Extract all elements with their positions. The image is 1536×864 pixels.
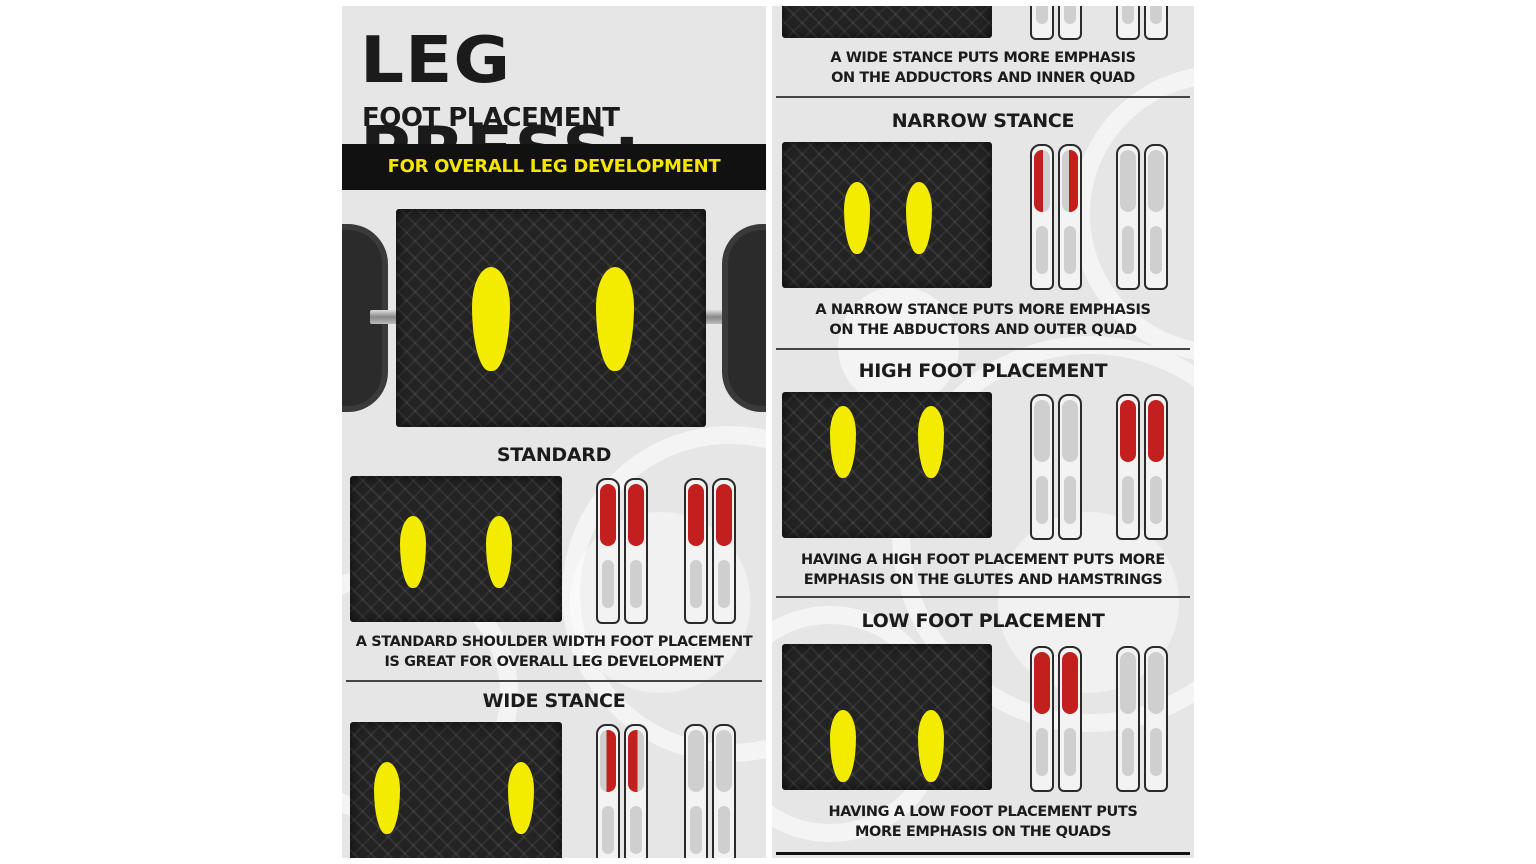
leg-left	[1116, 394, 1140, 540]
footprint-icon	[918, 406, 944, 478]
leg-left	[596, 478, 620, 624]
desc-line: HAVING A HIGH FOOT PLACEMENT PUTS MORE	[801, 552, 1165, 568]
footprint-icon	[486, 516, 512, 588]
leg-anatomy-back	[1114, 394, 1170, 540]
section-desc-low: HAVING A LOW FOOT PLACEMENT PUTS MORE EM…	[772, 802, 1194, 842]
section-title-high: HIGH FOOT PLACEMENT	[858, 360, 1108, 382]
leg-anatomy-back	[1114, 144, 1170, 290]
footprint-icon	[918, 710, 944, 782]
footprint-icon	[844, 182, 870, 254]
divider	[776, 348, 1190, 350]
footprint-icon	[830, 710, 856, 782]
leg-anatomy-back	[1114, 6, 1170, 40]
leg-right	[1058, 646, 1082, 792]
leg-anatomy-back	[682, 724, 738, 858]
leg-left	[1030, 144, 1054, 290]
leg-right	[624, 724, 648, 858]
desc-line: HAVING A LOW FOOT PLACEMENT PUTS	[828, 804, 1138, 820]
section-desc-high: HAVING A HIGH FOOT PLACEMENT PUTS MORE E…	[772, 550, 1194, 590]
infographic-right-panel: A WIDE STANCE PUTS MORE EMPHASIS ON THE …	[772, 6, 1194, 858]
footprint-icon	[830, 406, 856, 478]
section-title-narrow: NARROW STANCE	[891, 110, 1075, 132]
leg-right	[1058, 6, 1082, 40]
footprint-icon	[508, 762, 534, 834]
section-desc-narrow: A NARROW STANCE PUTS MORE EMPHASIS ON TH…	[772, 300, 1194, 340]
divider	[776, 96, 1190, 98]
footprint-icon	[374, 762, 400, 834]
foot-platform	[396, 209, 706, 427]
desc-line: MORE EMPHASIS ON THE QUADS	[855, 824, 1111, 840]
section-title-low: LOW FOOT PLACEMENT	[861, 610, 1105, 632]
divider	[776, 852, 1190, 855]
desc-line: A STANDARD SHOULDER WIDTH FOOT PLACEMENT	[355, 634, 753, 650]
leg-anatomy-back	[1114, 646, 1170, 792]
footprint-icon	[906, 182, 932, 254]
footprint-icon	[400, 516, 426, 588]
weight-plate-right	[722, 224, 766, 412]
leg-right	[624, 478, 648, 624]
footprint-icon	[472, 267, 510, 371]
leg-anatomy-front	[1028, 6, 1084, 40]
leg-left	[1030, 646, 1054, 792]
leg-right	[1144, 646, 1168, 792]
leg-left	[1116, 6, 1140, 40]
infographic-left-panel: LEG PRESS: FOOT PLACEMENT VARIATIONS FOR…	[342, 6, 766, 858]
leg-left	[684, 478, 708, 624]
divider	[346, 680, 762, 682]
low-platform	[782, 644, 992, 790]
desc-line: ON THE ADDUCTORS AND INNER QUAD	[831, 70, 1135, 86]
leg-anatomy-front	[594, 724, 650, 858]
leg-right	[1058, 394, 1082, 540]
leg-left	[596, 724, 620, 858]
desc-line: A NARROW STANCE PUTS MORE EMPHASIS	[815, 302, 1151, 318]
leg-right	[1058, 144, 1082, 290]
leg-left	[1116, 144, 1140, 290]
section-desc-standard: A STANDARD SHOULDER WIDTH FOOT PLACEMENT…	[342, 632, 766, 672]
high-platform	[782, 392, 992, 538]
leg-anatomy-front	[1028, 394, 1084, 540]
banner-text: FOR OVERALL LEG DEVELOPMENT	[387, 156, 721, 177]
divider	[776, 596, 1190, 598]
section-title-standard: STANDARD	[496, 444, 612, 466]
leg-anatomy-front	[1028, 646, 1084, 792]
wide-platform-continued	[782, 6, 992, 38]
leg-right	[1144, 394, 1168, 540]
desc-line: IS GREAT FOR OVERALL LEG DEVELOPMENT	[384, 654, 724, 670]
footprint-icon	[596, 267, 634, 371]
leg-right	[1144, 6, 1168, 40]
leg-left	[1030, 6, 1054, 40]
leg-left	[684, 724, 708, 858]
standard-platform	[350, 476, 562, 622]
leg-anatomy-front	[594, 478, 650, 624]
leg-left	[1030, 394, 1054, 540]
narrow-platform	[782, 142, 992, 288]
leg-right	[712, 478, 736, 624]
desc-line: A WIDE STANCE PUTS MORE EMPHASIS	[830, 50, 1136, 66]
section-title-wide: WIDE STANCE	[482, 690, 626, 712]
bar-left	[370, 310, 400, 324]
wide-platform	[350, 722, 562, 858]
leg-anatomy-front	[1028, 144, 1084, 290]
desc-line: ON THE ABDUCTORS AND OUTER QUAD	[829, 322, 1137, 338]
leg-right	[1144, 144, 1168, 290]
leg-anatomy-back	[682, 478, 738, 624]
section-desc-wide: A WIDE STANCE PUTS MORE EMPHASIS ON THE …	[772, 48, 1194, 88]
leg-left	[1116, 646, 1140, 792]
banner: FOR OVERALL LEG DEVELOPMENT	[342, 144, 766, 190]
leg-right	[712, 724, 736, 858]
desc-line: EMPHASIS ON THE GLUTES AND HAMSTRINGS	[803, 572, 1163, 588]
